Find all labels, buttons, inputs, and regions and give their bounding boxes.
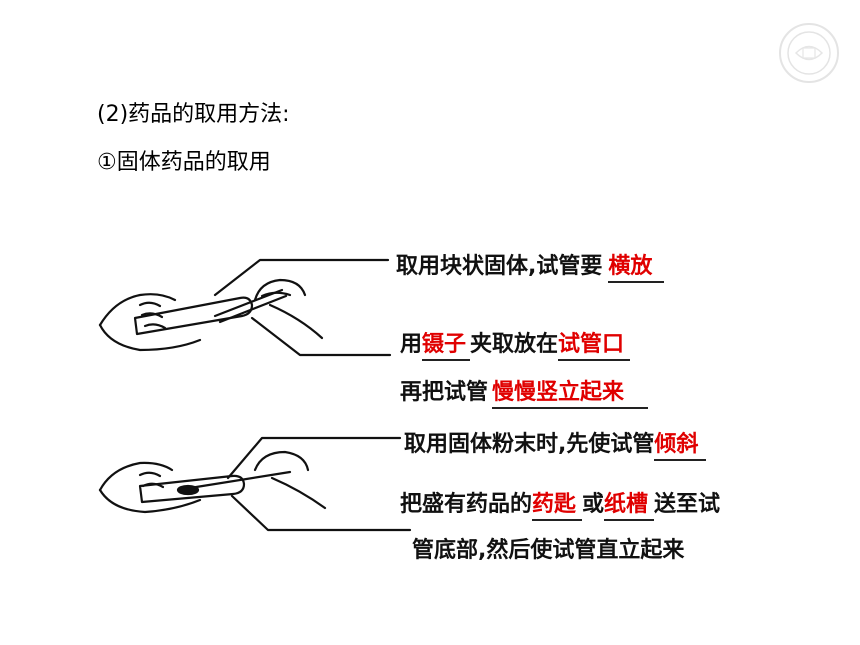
block2-line2: 把盛有药品的药匙或纸槽送至试 bbox=[400, 490, 720, 521]
block1-line3-pre: 再把试管 bbox=[400, 380, 489, 405]
block2-line3: 管底部,然后使试管直立起来 bbox=[412, 536, 684, 566]
answer-horizontal: 横放 bbox=[608, 253, 665, 283]
block1-line2-pre: 用 bbox=[400, 332, 423, 357]
block1-line1: 取用块状固体,试管要横放 bbox=[396, 252, 665, 283]
block1-line3: 再把试管慢慢竖立起来 bbox=[400, 378, 649, 409]
answer-tilt: 倾斜 bbox=[654, 431, 707, 461]
answer-stand-slowly: 慢慢竖立起来 bbox=[492, 379, 649, 409]
subsection-heading: ①固体药品的取用 bbox=[97, 150, 271, 175]
block1-line1-text: 取用块状固体,试管要 bbox=[396, 254, 603, 279]
block2-line3-text: 管底部,然后使试管直立起来 bbox=[412, 538, 685, 563]
answer-spoon: 药匙 bbox=[532, 491, 583, 521]
block2-line2-post: 送至试 bbox=[654, 492, 721, 517]
hands-tweezers-test-tube-illustration bbox=[98, 258, 392, 357]
answer-paper-trough: 纸槽 bbox=[604, 491, 655, 521]
hands-spoon-test-tube-illustration bbox=[98, 436, 412, 532]
block2-line1-text: 取用固体粉末时,先使试管 bbox=[404, 432, 655, 457]
block1-line2: 用镊子夹取放在试管口 bbox=[400, 330, 631, 361]
answer-tweezers: 镊子 bbox=[422, 331, 471, 361]
block2-line1: 取用固体粉末时,先使试管倾斜 bbox=[404, 430, 707, 461]
block1-line2-mid: 夹取放在 bbox=[470, 332, 559, 357]
school-seal-watermark bbox=[779, 23, 839, 83]
answer-tube-mouth: 试管口 bbox=[558, 331, 631, 361]
block2-line2-pre: 把盛有药品的 bbox=[400, 492, 533, 517]
block2-line2-mid: 或 bbox=[582, 492, 605, 517]
section-heading: (2)药品的取用方法: bbox=[97, 102, 290, 127]
